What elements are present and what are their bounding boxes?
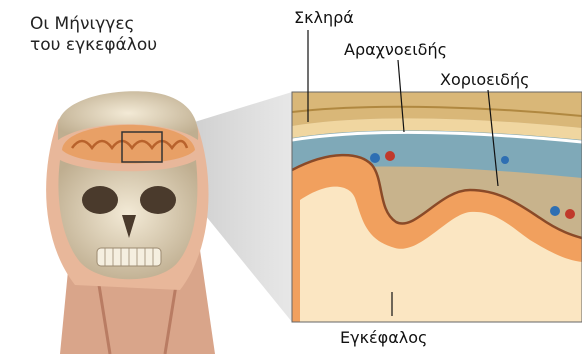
title-line-1: Οι Μήνιγγες: [30, 14, 157, 35]
head-illustration: [46, 91, 215, 354]
label-choroid: Χοριοειδής: [440, 70, 530, 89]
label-brain: Εγκέφαλος: [340, 328, 427, 347]
label-dura: Σκληρά: [294, 8, 354, 27]
zoom-panel: [292, 92, 582, 322]
vessel-blue: [370, 153, 380, 163]
vessel-red: [385, 151, 395, 161]
page-title: Οι Μήνιγγες του εγκεφάλου: [30, 14, 157, 56]
label-arachnoid: Αραχνοειδής: [344, 40, 447, 59]
title-line-2: του εγκεφάλου: [30, 35, 157, 56]
